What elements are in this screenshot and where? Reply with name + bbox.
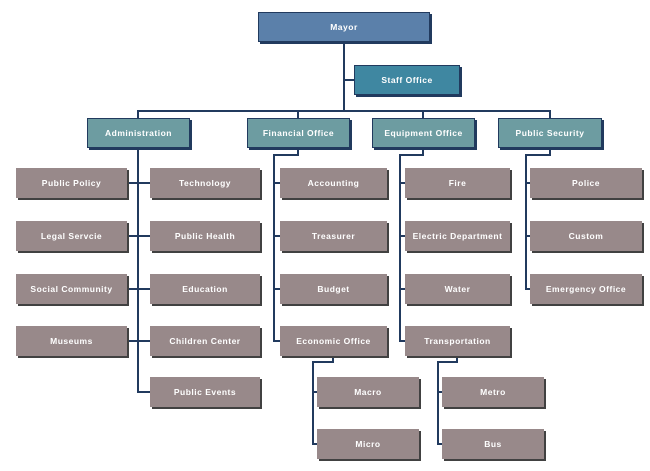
connector-staff-stub <box>343 79 355 81</box>
node-equipment-office: Equipment Office <box>372 118 475 148</box>
connector-line <box>312 361 334 363</box>
connector-line <box>437 391 444 393</box>
node-fire: Fire <box>405 168 510 198</box>
node-electric-department: Electric Department <box>405 221 510 251</box>
connector-transportation-drop <box>456 356 458 363</box>
connector-line <box>273 182 282 184</box>
connector-mayor-vertical <box>343 42 345 111</box>
node-economic-office: Economic Office <box>280 326 387 356</box>
connector-line <box>399 182 407 184</box>
connector-drop-administration <box>137 110 139 118</box>
connector-line <box>399 235 407 237</box>
connector-drop-public-security <box>549 110 551 118</box>
connector-line <box>437 443 444 445</box>
connector-line <box>127 182 150 184</box>
connector-equipment-drop <box>422 148 424 156</box>
connector-line <box>273 340 282 342</box>
node-micro: Micro <box>317 429 419 459</box>
connector-line <box>312 391 319 393</box>
connector-line <box>127 288 150 290</box>
node-accounting: Accounting <box>280 168 387 198</box>
node-education: Education <box>150 274 260 304</box>
node-emergency-office: Emergency Office <box>530 274 642 304</box>
node-public-health: Public Health <box>150 221 260 251</box>
connector-financial-drop <box>297 148 299 156</box>
connector-line <box>137 391 151 393</box>
connector-line <box>312 443 319 445</box>
connector-drop-financial <box>297 110 299 118</box>
node-police: Police <box>530 168 642 198</box>
connector-line <box>437 361 458 363</box>
connector-economic-drop <box>332 356 334 363</box>
node-public-policy: Public Policy <box>16 168 127 198</box>
connector-administration-trunk <box>137 148 139 393</box>
node-social-community: Social Community <box>16 274 127 304</box>
node-bus: Bus <box>442 429 544 459</box>
connector-line <box>273 288 282 290</box>
node-public-security: Public Security <box>498 118 602 148</box>
connector-line <box>399 288 407 290</box>
connector-line <box>273 154 299 156</box>
connector-public-security-drop <box>549 148 551 156</box>
connector-economic-trunk <box>312 361 314 445</box>
connector-department-rail <box>137 110 551 112</box>
connector-line <box>525 154 551 156</box>
connector-line <box>399 340 407 342</box>
connector-line <box>525 235 532 237</box>
node-technology: Technology <box>150 168 260 198</box>
node-custom: Custom <box>530 221 642 251</box>
connector-drop-equipment <box>422 110 424 118</box>
connector-equipment-trunk <box>399 154 401 342</box>
connector-financial-trunk <box>273 154 275 342</box>
connector-line <box>273 235 282 237</box>
node-budget: Budget <box>280 274 387 304</box>
node-macro: Macro <box>317 377 419 407</box>
node-administration: Administration <box>87 118 190 148</box>
node-legal-servcie: Legal Servcie <box>16 221 127 251</box>
connector-line <box>525 182 532 184</box>
node-water: Water <box>405 274 510 304</box>
node-metro: Metro <box>442 377 544 407</box>
connector-line <box>525 288 532 290</box>
node-mayor: Mayor <box>258 12 430 42</box>
node-treasurer: Treasurer <box>280 221 387 251</box>
connector-line <box>127 340 150 342</box>
connector-transportation-trunk <box>437 361 439 445</box>
node-transportation: Transportation <box>405 326 510 356</box>
connector-public-security-trunk <box>525 154 527 290</box>
node-children-center: Children Center <box>150 326 260 356</box>
connector-line <box>399 154 424 156</box>
node-museums: Museums <box>16 326 127 356</box>
node-staff-office: Staff Office <box>354 65 460 95</box>
node-public-events: Public Events <box>150 377 260 407</box>
node-financial-office: Financial Office <box>247 118 350 148</box>
connector-line <box>127 235 150 237</box>
